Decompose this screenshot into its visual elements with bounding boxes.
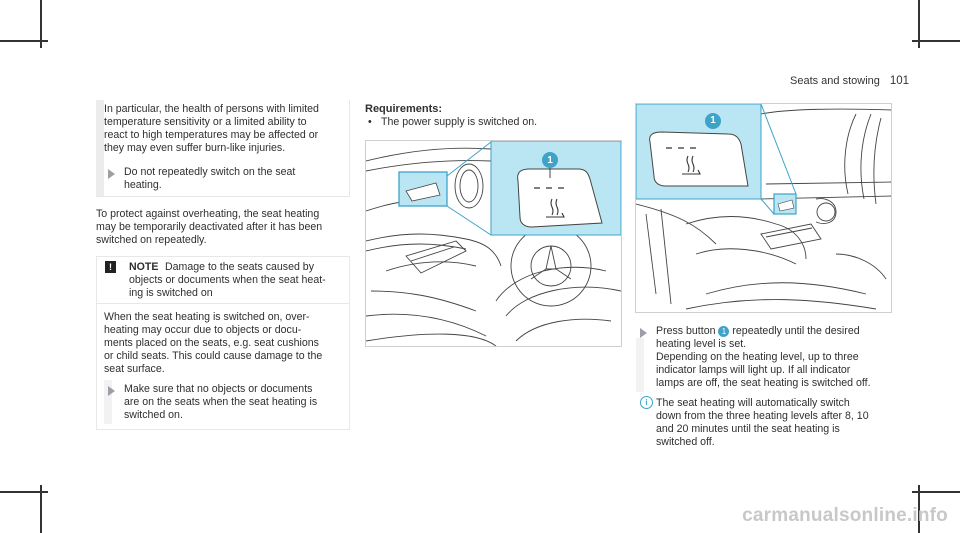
crop-mark — [918, 0, 920, 48]
step-bar — [636, 338, 644, 392]
callout-badge: 1 — [547, 155, 553, 166]
info-icon: i — [640, 396, 653, 409]
info-text: switched off. — [656, 436, 715, 448]
step-text: indicator lamps will light up. If all in… — [656, 364, 851, 376]
page-header: Seats and stowing 101 — [790, 75, 909, 87]
note-action-bar — [104, 380, 112, 424]
info-text: down from the three heating levels after… — [656, 410, 869, 422]
text-line: may be temporarily deactivated after it … — [96, 221, 323, 233]
info-text: The seat heating will automatically swit… — [656, 397, 850, 409]
door-drawing — [366, 141, 621, 346]
note-line: ing is switched on — [129, 287, 213, 299]
text-line: To protect against overheating, the seat… — [96, 208, 320, 220]
action-arrow-icon — [108, 169, 115, 179]
crop-mark — [912, 491, 960, 493]
note-text: heating may occur due to objects or docu… — [104, 324, 302, 336]
page-number: 101 — [889, 75, 910, 87]
crop-mark — [0, 40, 48, 42]
action-arrow-icon — [640, 328, 647, 338]
note-line: objects or documents when the seat heat- — [129, 274, 326, 286]
note-action: Make sure that no objects or documents — [124, 383, 313, 395]
step-text: repeatedly until the desired — [732, 325, 860, 337]
note-title: NOTE — [129, 261, 159, 273]
door-panel-illustration: 1 — [365, 140, 622, 347]
text-line: switched on repeatedly. — [96, 234, 207, 246]
note-line: Damage to the seats caused by — [165, 261, 314, 273]
crop-mark — [40, 0, 42, 48]
note-action: switched on. — [124, 409, 183, 421]
warning-icon: ! — [105, 261, 116, 273]
button-number-badge: 1 — [718, 325, 730, 337]
note-text: seat surface. — [104, 363, 165, 375]
step-text: lamps are off, the seat heating is switc… — [656, 377, 871, 389]
requirements-bullet-icon: • — [368, 116, 372, 128]
requirements-title: Requirements: — [365, 103, 443, 115]
door-drawing — [636, 104, 891, 310]
crop-mark — [40, 485, 42, 533]
step-prefix: Press button — [656, 325, 716, 337]
crop-mark — [918, 485, 920, 533]
note-text: or child seats. This could cause damage … — [104, 350, 323, 362]
watermark: carmanualsonline.info — [742, 505, 948, 526]
note-action: are on the seats when the seat heating i… — [124, 396, 318, 408]
seat-control-illustration: 1 — [635, 103, 892, 313]
text-line: they may even suffer burn-like injuries. — [104, 142, 286, 154]
crop-mark — [912, 40, 960, 42]
section-title: Seats and stowing — [790, 75, 880, 87]
callout-badge: 1 — [710, 115, 716, 126]
info-text: and 20 minutes until the seat heating is — [656, 423, 840, 435]
crop-mark — [0, 491, 48, 493]
text-line: react to high temperatures may be affect… — [104, 129, 319, 141]
note-divider — [96, 303, 350, 304]
action-line: Do not repeatedly switch on the seat — [124, 166, 296, 178]
step-line: Press button 1 repeatedly until the desi… — [656, 325, 860, 338]
action-arrow-icon — [108, 386, 115, 396]
step-text: heating level is set. — [656, 338, 747, 350]
note-text: When the seat heating is switched on, ov… — [104, 311, 310, 323]
note-text: ments placed on the seats, e.g. seat cus… — [104, 337, 319, 349]
text-line: In particular, the health of persons wit… — [104, 103, 319, 115]
note-box — [96, 256, 350, 430]
step-text: Depending on the heating level, up to th… — [656, 351, 859, 363]
warning-bar — [96, 100, 104, 196]
requirements-item: The power supply is switched on. — [381, 116, 538, 128]
action-line: heating. — [124, 179, 162, 191]
text-line: temperature sensitivity or a limited abi… — [104, 116, 307, 128]
